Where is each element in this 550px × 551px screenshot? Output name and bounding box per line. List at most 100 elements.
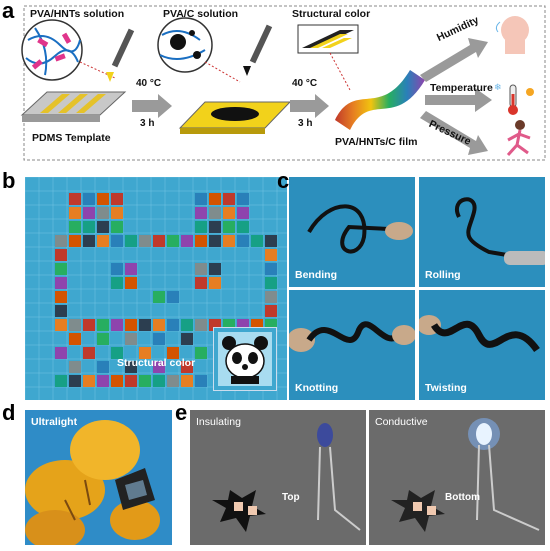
mosaic-tile <box>83 235 95 247</box>
pva-c-solution-label: PVA/C solution <box>163 8 239 20</box>
insulating-photo: Insulating Top <box>190 410 366 545</box>
mosaic-tile <box>181 375 193 387</box>
mosaic-tile <box>195 319 207 331</box>
mosaic-tile <box>69 207 81 219</box>
mosaic-tile <box>139 347 151 359</box>
mosaic-tile <box>209 277 221 289</box>
mosaic-tile <box>97 361 109 373</box>
led-off <box>317 423 333 447</box>
bending-photo: Bending <box>289 177 415 287</box>
pressure-arrow <box>420 111 488 155</box>
mosaic-tile <box>209 193 221 205</box>
mosaic-tile <box>265 291 277 303</box>
mosaic-tile <box>139 235 151 247</box>
mosaic-tile <box>251 235 263 247</box>
mosaic-tile <box>111 375 123 387</box>
mosaic-tile <box>195 347 207 359</box>
mosaic-tile <box>97 221 109 233</box>
mosaic-tile <box>167 375 179 387</box>
mosaic-tile <box>209 221 221 233</box>
pdms-template-label: PDMS Template <box>32 132 111 144</box>
panel-b-photo: Structural color <box>25 177 287 400</box>
top-label: Top <box>282 492 300 503</box>
mosaic-tile <box>125 277 137 289</box>
step2-time-label: 3 h <box>298 118 313 129</box>
mosaic-tile <box>111 207 123 219</box>
twisting-photo: Twisting <box>419 290 545 400</box>
mosaic-tile <box>97 235 109 247</box>
mosaic-tile <box>181 361 193 373</box>
mosaic-tile <box>265 235 277 247</box>
mosaic-tile <box>125 319 137 331</box>
panel-a-schematic: ❄ <box>20 5 546 161</box>
mosaic-tile <box>195 263 207 275</box>
mosaic-tile <box>223 193 235 205</box>
mosaic-tile <box>237 207 249 219</box>
hnts-magnified-circle <box>21 19 83 81</box>
runner-icon <box>506 120 531 157</box>
knotting-label: Knotting <box>295 382 339 394</box>
mosaic-tile <box>111 319 123 331</box>
mosaic-tile <box>55 263 67 275</box>
mosaic-tile <box>125 375 137 387</box>
mosaic-tile <box>111 193 123 205</box>
mosaic-tile <box>153 319 165 331</box>
mosaic-tile <box>97 333 109 345</box>
twisting-label: Twisting <box>425 382 467 394</box>
mosaic-tile <box>69 375 81 387</box>
mosaic-tile <box>195 277 207 289</box>
mosaic-tile <box>83 207 95 219</box>
mosaic-tile <box>181 235 193 247</box>
mosaic-tile <box>83 193 95 205</box>
mosaic-tile <box>111 235 123 247</box>
mosaic-tile <box>153 333 165 345</box>
mosaic-tile <box>97 193 109 205</box>
mosaic-tile <box>55 277 67 289</box>
mosaic-tile <box>209 263 221 275</box>
mosaic-tile <box>209 235 221 247</box>
rainbow-film <box>335 70 425 130</box>
mosaic-tile <box>97 375 109 387</box>
mosaic-tile <box>265 263 277 275</box>
process-arrow-2 <box>290 94 329 118</box>
mosaic-tile <box>167 291 179 303</box>
mosaic-tile <box>69 221 81 233</box>
panel-c-letter: c <box>277 168 290 193</box>
rolling-label: Rolling <box>425 269 461 281</box>
svg-text:❄: ❄ <box>494 83 502 93</box>
mosaic-tile <box>265 277 277 289</box>
mosaic-tile <box>97 319 109 331</box>
mosaic-tile <box>125 361 137 373</box>
mosaic-tile <box>55 291 67 303</box>
mosaic-tile <box>55 375 67 387</box>
mosaic-tile <box>111 263 123 275</box>
humidity-face-icon <box>501 16 529 44</box>
mosaic-tile <box>167 347 179 359</box>
mosaic-tile <box>139 319 151 331</box>
panel-d-letter: d <box>2 400 16 425</box>
mosaic-tile <box>125 235 137 247</box>
mosaic-tile <box>195 193 207 205</box>
step1-temp-label: 40 °C <box>136 78 162 89</box>
step2-temp-label: 40 °C <box>292 78 318 89</box>
panda-inset <box>213 327 277 391</box>
structural-color-label: Structural color <box>292 8 371 20</box>
temperature-label: Temperature <box>430 82 493 94</box>
ultralight-caption: Ultralight <box>31 416 78 428</box>
knotting-photo: Knotting <box>289 290 415 400</box>
mosaic-tile <box>167 319 179 331</box>
mosaic-tile <box>69 235 81 247</box>
structural-color-caption: Structural color <box>117 357 196 369</box>
mosaic-tile <box>111 277 123 289</box>
mosaic-tile <box>55 235 67 247</box>
mosaic-tile <box>237 193 249 205</box>
insulating-label: Insulating <box>196 416 241 428</box>
mosaic-tile <box>55 347 67 359</box>
mosaic-tile <box>195 221 207 233</box>
mosaic-tile <box>83 319 95 331</box>
mosaic-tile <box>97 207 109 219</box>
mosaic-tile <box>265 305 277 317</box>
mosaic-tile <box>83 347 95 359</box>
bending-label: Bending <box>295 269 337 281</box>
panel-c-grid: Bending Rolling Knotting Twisting <box>289 177 545 400</box>
